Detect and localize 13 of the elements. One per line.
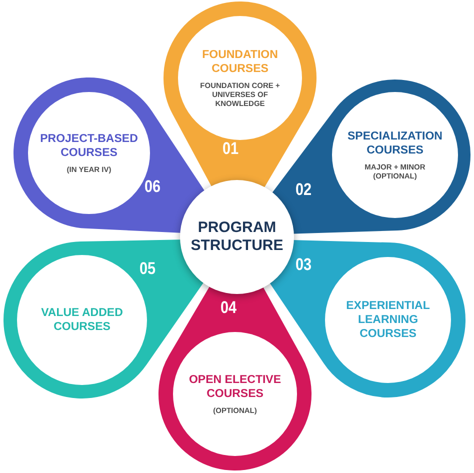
course-heading: PROJECT-BASED COURSES xyxy=(39,132,139,160)
course-heading: OPEN ELECTIVE COURSES xyxy=(188,373,282,401)
step-number: 05 xyxy=(140,260,156,277)
course-heading: VALUE ADDED COURSES xyxy=(40,306,124,334)
center-title: PROGRAM STRUCTURE xyxy=(190,219,284,255)
step-number: 02 xyxy=(296,181,312,198)
step-number: 06 xyxy=(144,178,161,195)
step-number: 03 xyxy=(296,256,312,273)
course-heading: EXPERIENTIAL LEARNING COURSES xyxy=(345,299,431,341)
course-heading: FOUNDATION COURSES xyxy=(201,48,279,76)
step-number: 04 xyxy=(220,299,237,316)
course-heading: SPECIALIZATION COURSES xyxy=(346,130,444,158)
step-number: 01 xyxy=(222,140,239,157)
